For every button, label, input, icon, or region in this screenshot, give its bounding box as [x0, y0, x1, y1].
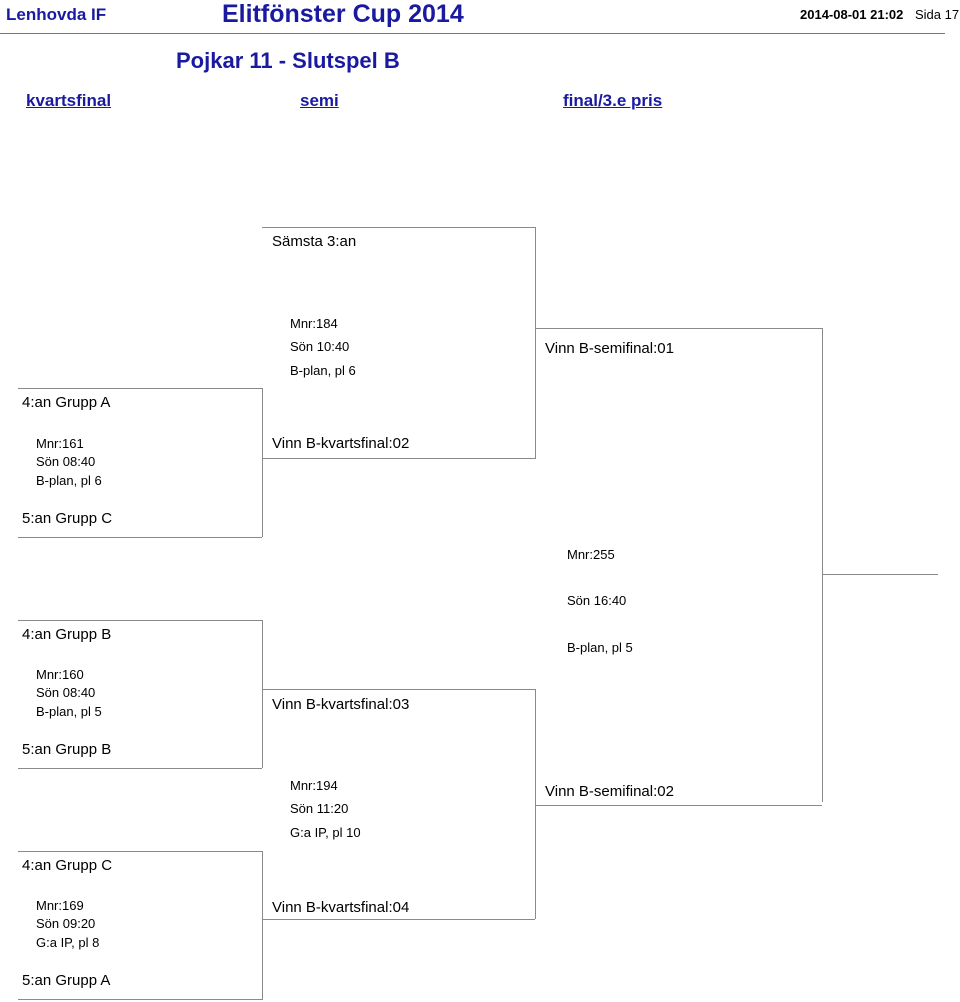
bracket-line: [18, 768, 262, 769]
round-label-semifinal: semi: [300, 91, 339, 110]
match-field: G:a IP, pl 8: [36, 935, 100, 950]
print-datetime: 2014-08-01 21:02: [800, 7, 904, 22]
match-number: Mnr:255: [567, 547, 615, 562]
round-label-final: final/3.e pris: [563, 91, 663, 110]
match-time: Sön 08:40: [36, 685, 96, 700]
team-slot-winner: Vinn B-semifinal:02: [545, 783, 674, 800]
match-time: Sön 08:40: [36, 454, 96, 469]
match-field: B-plan, pl 6: [36, 473, 102, 488]
match-number: Mnr:184: [290, 316, 338, 331]
team-slot-winner: Vinn B-kvartsfinal:02: [272, 435, 410, 452]
team-slot-home: 4:an Grupp B: [22, 626, 112, 643]
bracket-line: [18, 999, 262, 1000]
match-time: Sön 10:40: [290, 339, 350, 354]
bracket-line: [18, 620, 262, 621]
bracket-line: [535, 805, 822, 806]
match-number: Mnr:194: [290, 778, 338, 793]
bracket-line: [262, 227, 535, 228]
bracket-line: [535, 328, 822, 329]
bracket-line: [822, 328, 823, 802]
match-number: Mnr:161: [36, 436, 84, 451]
bracket-line: [18, 388, 262, 389]
page-number: Sida 17: [915, 7, 960, 22]
match-time: Sön 09:20: [36, 916, 96, 931]
match-time: Sön 16:40: [567, 593, 627, 608]
team-slot-winner: Vinn B-kvartsfinal:04: [272, 899, 410, 916]
header-rule: [0, 33, 945, 34]
team-slot-home: 4:an Grupp A: [22, 394, 111, 411]
match-field: B-plan, pl 5: [36, 704, 102, 719]
club-name: Lenhovda IF: [6, 5, 107, 24]
team-slot-winner: Vinn B-kvartsfinal:03: [272, 696, 410, 713]
team-slot-home: 4:an Grupp C: [22, 857, 113, 874]
bracket-line: [822, 574, 938, 575]
round-label-quarterfinal: kvartsfinal: [26, 91, 112, 110]
bracket-line: [262, 620, 263, 768]
cup-title: Elitfönster Cup 2014: [222, 0, 464, 28]
team-slot-away: 5:an Grupp C: [22, 510, 113, 527]
match-time: Sön 11:20: [290, 801, 349, 816]
bracket-line: [262, 689, 535, 690]
bracket-line: [18, 851, 262, 852]
match-field: B-plan, pl 5: [567, 640, 633, 655]
bracket-line: [262, 851, 263, 1000]
match-number: Mnr:169: [36, 898, 84, 913]
team-slot-home: Sämsta 3:an: [272, 233, 357, 250]
bracket-line: [262, 458, 535, 459]
bracket-line: [262, 919, 535, 920]
team-slot-winner: Vinn B-semifinal:01: [545, 340, 674, 357]
class-title: Pojkar 11 - Slutspel B: [176, 48, 400, 73]
bracket-line: [262, 388, 263, 537]
bracket-line: [535, 689, 536, 919]
team-slot-away: 5:an Grupp A: [22, 972, 111, 989]
match-field: G:a IP, pl 10: [290, 825, 361, 840]
bracket-line: [535, 227, 536, 459]
team-slot-away: 5:an Grupp B: [22, 741, 112, 758]
match-field: B-plan, pl 6: [290, 363, 356, 378]
match-number: Mnr:160: [36, 667, 84, 682]
bracket-line: [18, 537, 262, 538]
